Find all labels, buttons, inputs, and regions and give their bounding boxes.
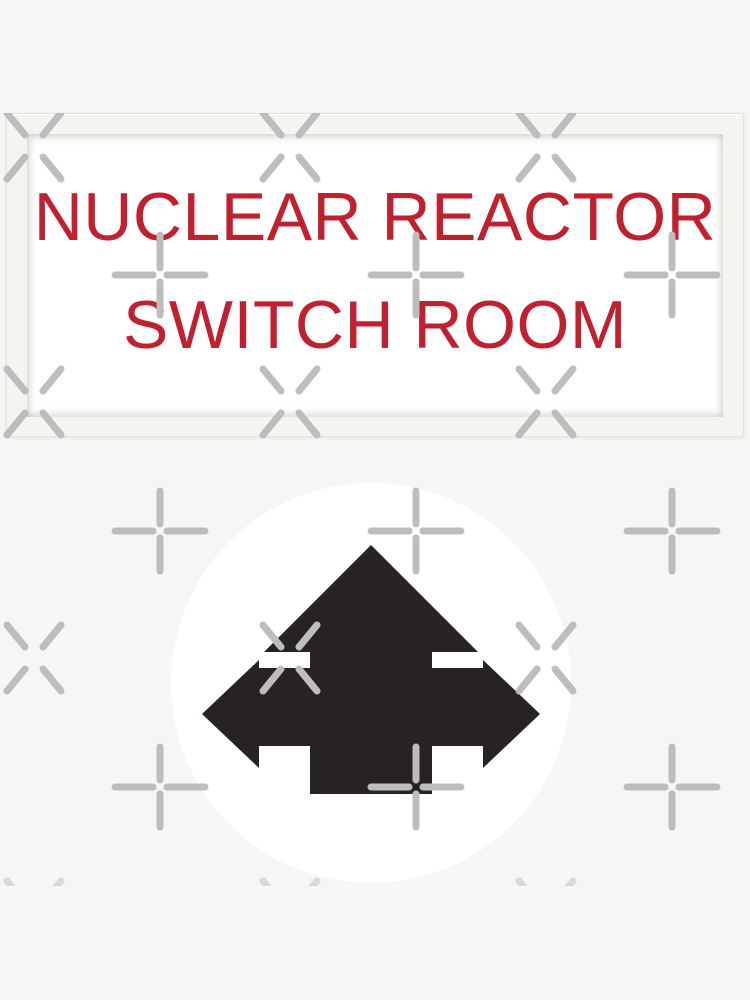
x-watermark-icon	[3, 877, 65, 886]
x-watermark-icon	[3, 621, 65, 695]
sign-face	[27, 134, 723, 417]
badge-circle	[171, 483, 571, 883]
sign-board	[6, 113, 744, 437]
plus-watermark-icon	[623, 743, 721, 831]
sign-title-line-2: SWITCH ROOM	[122, 287, 628, 363]
three-way-arrow-icon	[171, 483, 571, 883]
plus-watermark-icon	[623, 487, 721, 575]
sign-title-line-1: NUCLEAR REACTOR	[33, 179, 717, 255]
